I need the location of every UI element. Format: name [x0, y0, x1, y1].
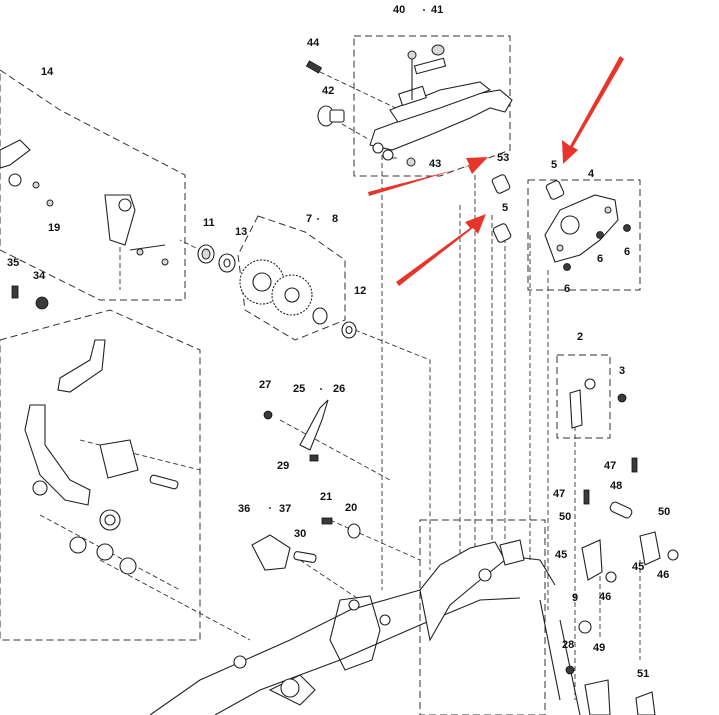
callout-41: 41 [431, 4, 443, 16]
assembly-boundaries [0, 35, 641, 715]
washer-12 [341, 321, 357, 339]
callout-28: 28 [562, 639, 574, 651]
callout-14: 14 [41, 66, 54, 78]
callout-47-a: 47 [553, 488, 565, 500]
callout-20: 20 [345, 502, 357, 514]
sprocket-8 [271, 274, 328, 325]
callout-12: 12 [354, 285, 366, 297]
label-dot [317, 218, 319, 220]
callout-26: 26 [333, 383, 345, 395]
plate-4 [544, 194, 619, 263]
screws-6 [563, 224, 631, 271]
callout-13: 13 [235, 226, 247, 238]
bushing-11 [197, 244, 215, 264]
callout-6-b: 6 [624, 246, 630, 258]
stud-42 [317, 105, 345, 127]
callout-42: 42 [322, 85, 334, 97]
sprocket-7 [239, 259, 285, 305]
callout-35: 35 [7, 257, 19, 269]
lever-14-assembly [0, 139, 169, 266]
spacer-5-lower [492, 223, 512, 243]
cam-36-37 [251, 534, 291, 571]
main-frame [149, 539, 656, 715]
screw-35 [11, 285, 19, 299]
callout-2: 2 [577, 331, 583, 343]
callout-9: 9 [572, 592, 578, 604]
callout-36: 36 [238, 503, 250, 515]
callout-48: 48 [610, 480, 622, 492]
callout-3: 3 [619, 365, 625, 377]
callout-5-upper: 5 [551, 159, 557, 171]
callout-labels: 40 41 44 42 43 53 5 5 4 6 6 6 14 19 11 1… [7, 4, 670, 680]
callout-37: 37 [279, 503, 291, 515]
callout-30: 30 [294, 528, 306, 540]
label-dot [423, 9, 425, 11]
bracket-2 [569, 378, 627, 429]
link-arm-left [24, 339, 179, 575]
red-arrows [368, 56, 624, 286]
callout-6-c: 6 [564, 283, 570, 295]
bracket-assembly-40-41 [369, 44, 513, 167]
callout-11: 11 [203, 217, 215, 229]
callout-46-b: 46 [657, 569, 669, 581]
callout-5-lower: 5 [502, 202, 508, 214]
callout-27: 27 [259, 379, 271, 391]
callout-6-a: 6 [597, 253, 603, 265]
callout-4: 4 [588, 168, 595, 180]
callout-43: 43 [429, 158, 441, 170]
clamp-group-right [578, 457, 679, 634]
callout-53: 53 [497, 152, 509, 164]
spacer-5-upper [545, 180, 565, 200]
callout-45-b: 45 [632, 561, 644, 573]
shaft-30 [293, 551, 317, 563]
callout-46-a: 46 [599, 591, 611, 603]
spacer-53 [491, 174, 511, 194]
bushing-20 [347, 523, 361, 539]
callout-21: 21 [320, 491, 332, 503]
callout-47-b: 47 [604, 460, 616, 472]
label-dot [320, 388, 322, 390]
callout-45-a: 45 [555, 549, 567, 561]
label-dot [269, 507, 271, 509]
callout-44: 44 [307, 37, 320, 49]
nut-34 [35, 296, 49, 310]
callout-40: 40 [393, 4, 405, 16]
callout-29: 29 [277, 460, 289, 472]
callout-34: 34 [33, 270, 46, 282]
washer-13 [218, 253, 236, 273]
callout-50-b: 50 [658, 506, 670, 518]
lever-25-26 [263, 399, 329, 462]
callout-19: 19 [48, 222, 60, 234]
callout-51: 51 [637, 668, 649, 680]
callout-8: 8 [332, 213, 338, 225]
screw-21 [321, 517, 333, 525]
callout-50-a: 50 [559, 511, 571, 523]
callout-49: 49 [593, 642, 605, 654]
callout-25: 25 [293, 383, 305, 395]
screw-44 [305, 60, 323, 74]
callout-7: 7 [306, 213, 312, 225]
